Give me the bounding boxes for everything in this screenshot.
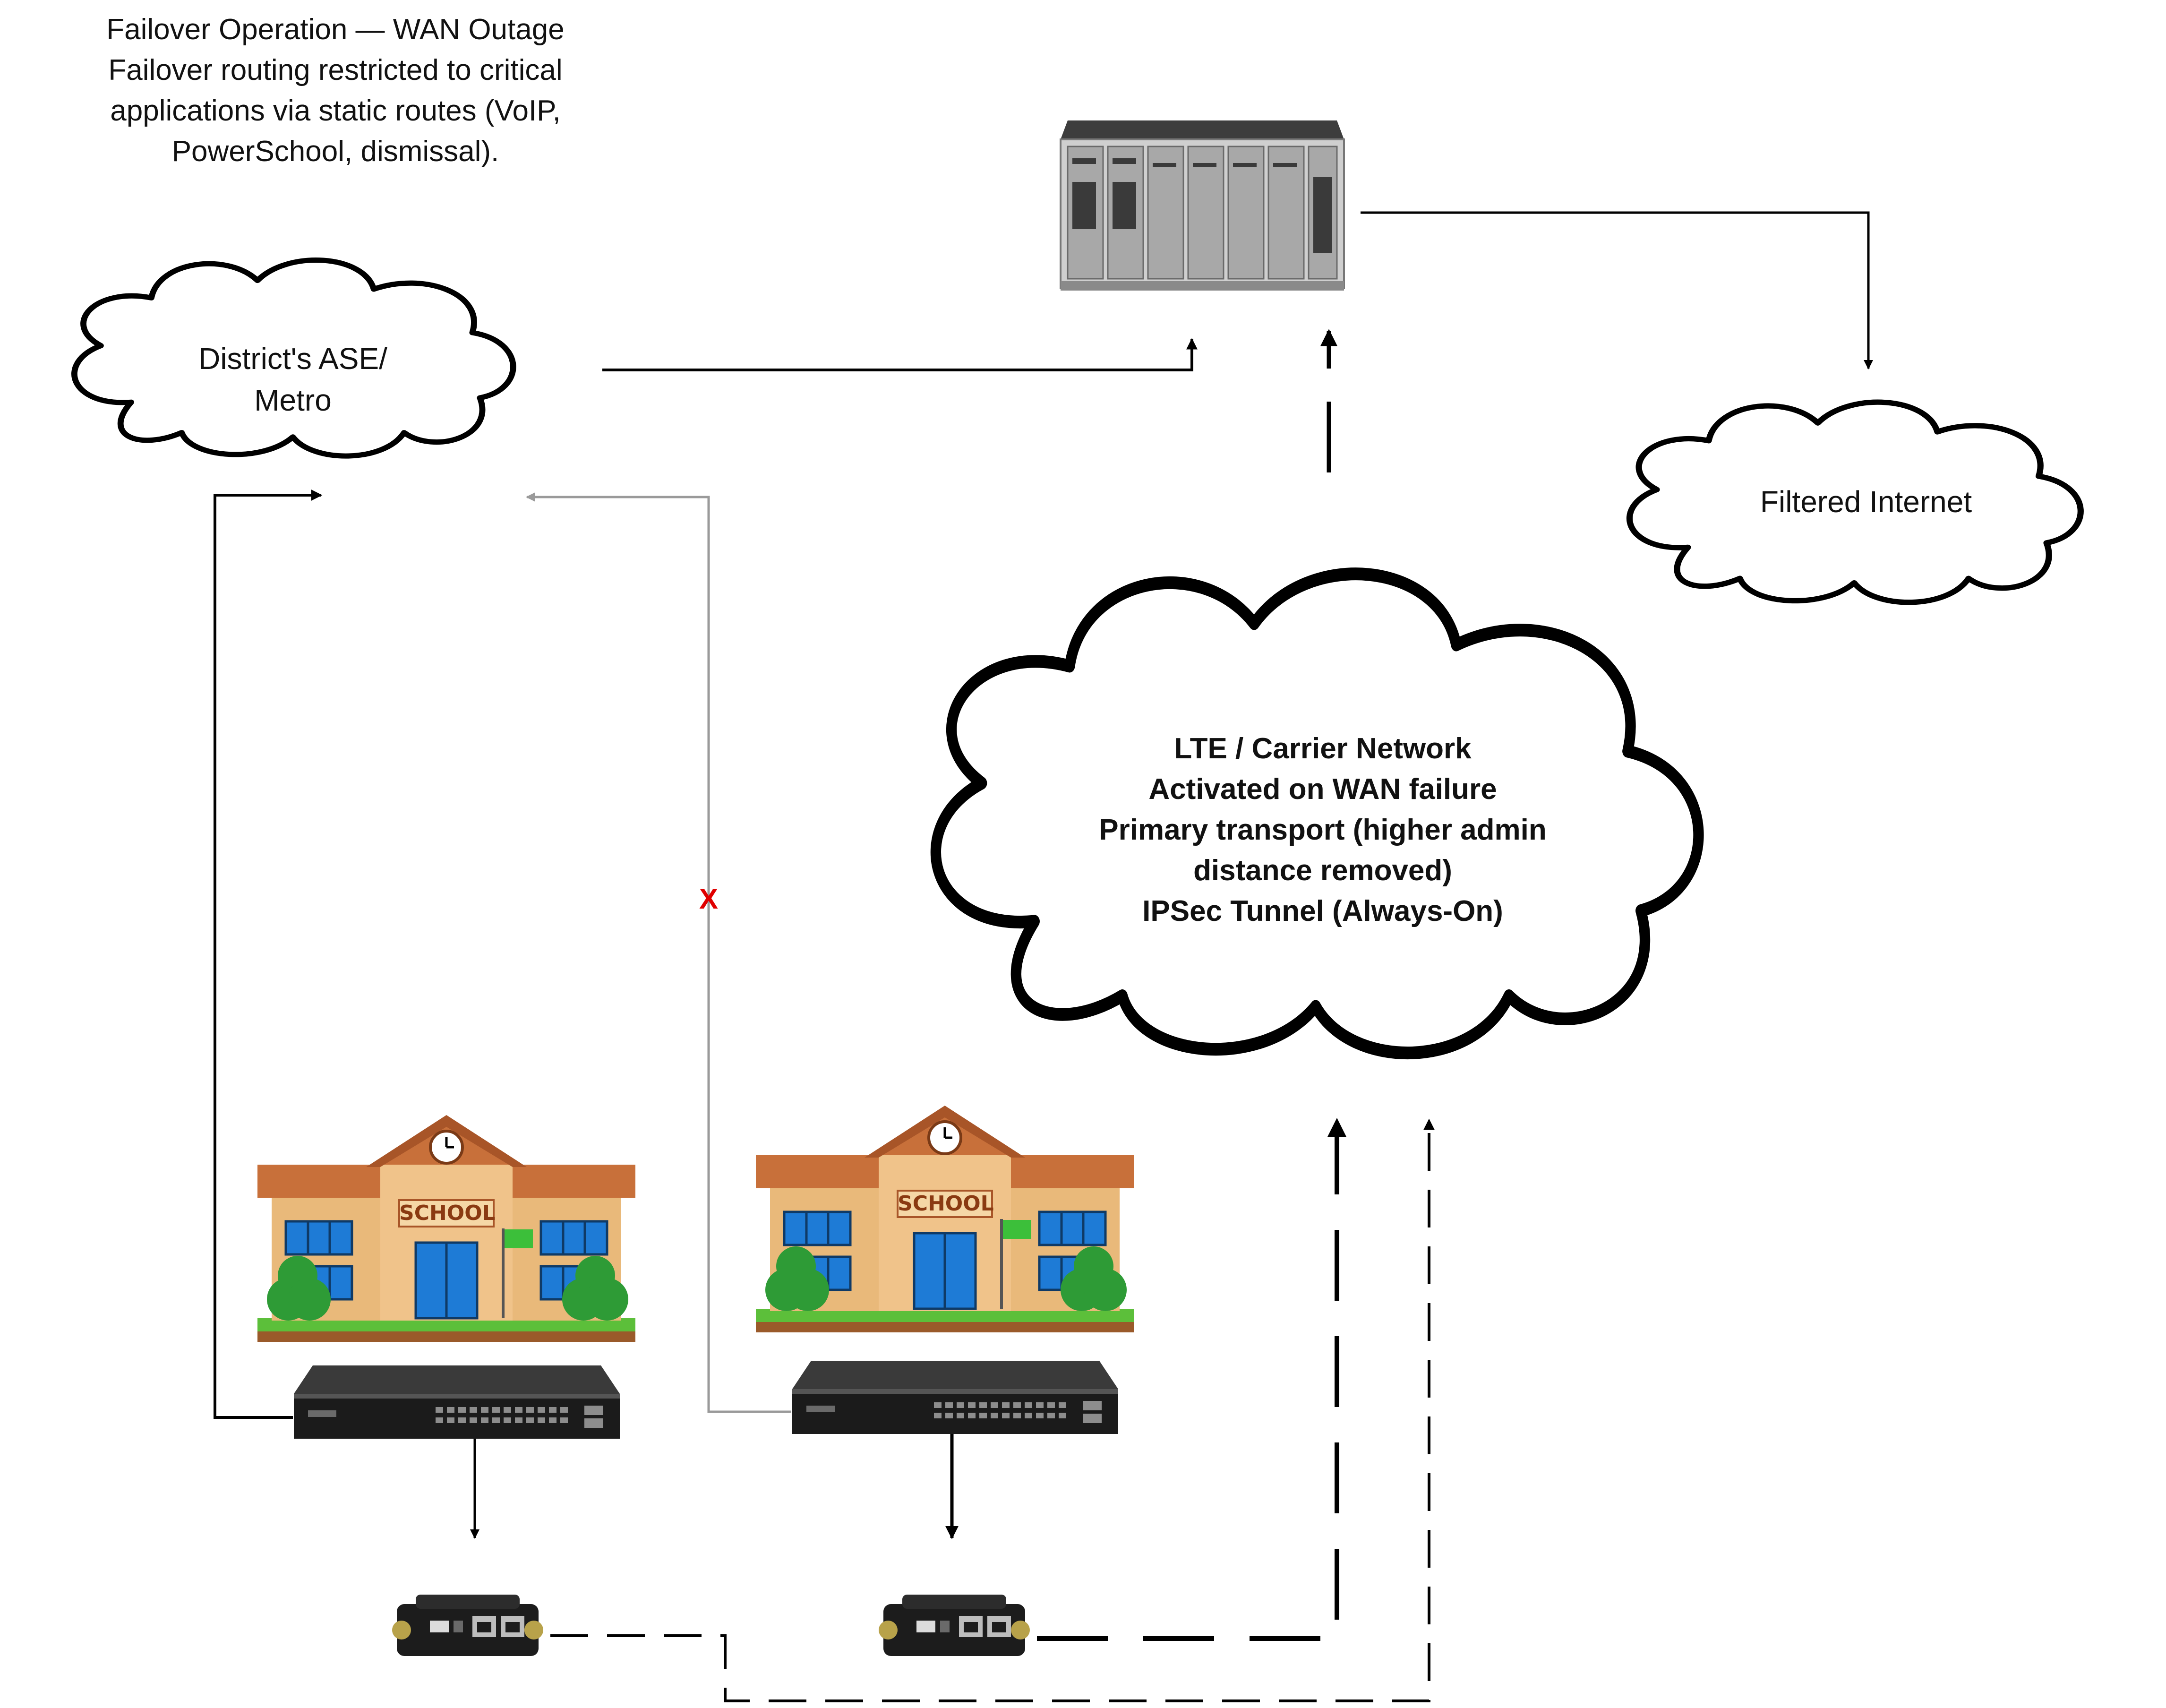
link-router2-to-lte: [1037, 1118, 1346, 1641]
title-line: PowerSchool, dismissal).: [171, 135, 499, 168]
link-school1-to-district: [214, 489, 323, 1419]
diagram-title: Failover Operation — WAN Outage Failover…: [28, 9, 642, 172]
label-line: distance removed): [1193, 854, 1452, 887]
label-line: District's ASE/: [198, 342, 387, 376]
label-line: IPSec Tunnel (Always-On): [1142, 895, 1503, 927]
label-line: Activated on WAN failure: [1148, 773, 1497, 806]
title-line: Failover Operation — WAN Outage: [106, 13, 565, 46]
link-router1-to-lte: [550, 1118, 1435, 1702]
title-line: applications via static routes (VoIP,: [110, 94, 561, 127]
link-failure-mark: X: [699, 883, 719, 915]
lte-router-icon: [392, 1595, 543, 1656]
internet-cloud-label: Filtered Internet: [1760, 485, 1972, 519]
lte-router-icon: [879, 1595, 1030, 1656]
link-district-to-core: [602, 338, 1198, 371]
school-sign: SCHOOL: [898, 1192, 994, 1216]
link-school2-to-district-failed: [526, 492, 791, 1413]
lte-cloud-label: LTE / Carrier Network Activated on WAN f…: [1039, 729, 1606, 932]
label-line: Primary transport (higher admin: [1099, 814, 1547, 846]
school-building-icon: [257, 1115, 635, 1342]
district-cloud-label: District's ASE/ Metro: [156, 338, 430, 421]
label-line: Metro: [254, 383, 332, 417]
access-switch-icon: [294, 1365, 620, 1439]
school-building-icon: [756, 1106, 1134, 1332]
label-line: LTE / Carrier Network: [1174, 732, 1472, 765]
link-core-to-internet: [1361, 211, 1873, 369]
chassis-switch-icon: [1060, 120, 1345, 291]
school-sign: SCHOOL: [399, 1201, 496, 1225]
access-switch-icon: [792, 1361, 1118, 1434]
title-line: Failover routing restricted to critical: [108, 54, 563, 86]
